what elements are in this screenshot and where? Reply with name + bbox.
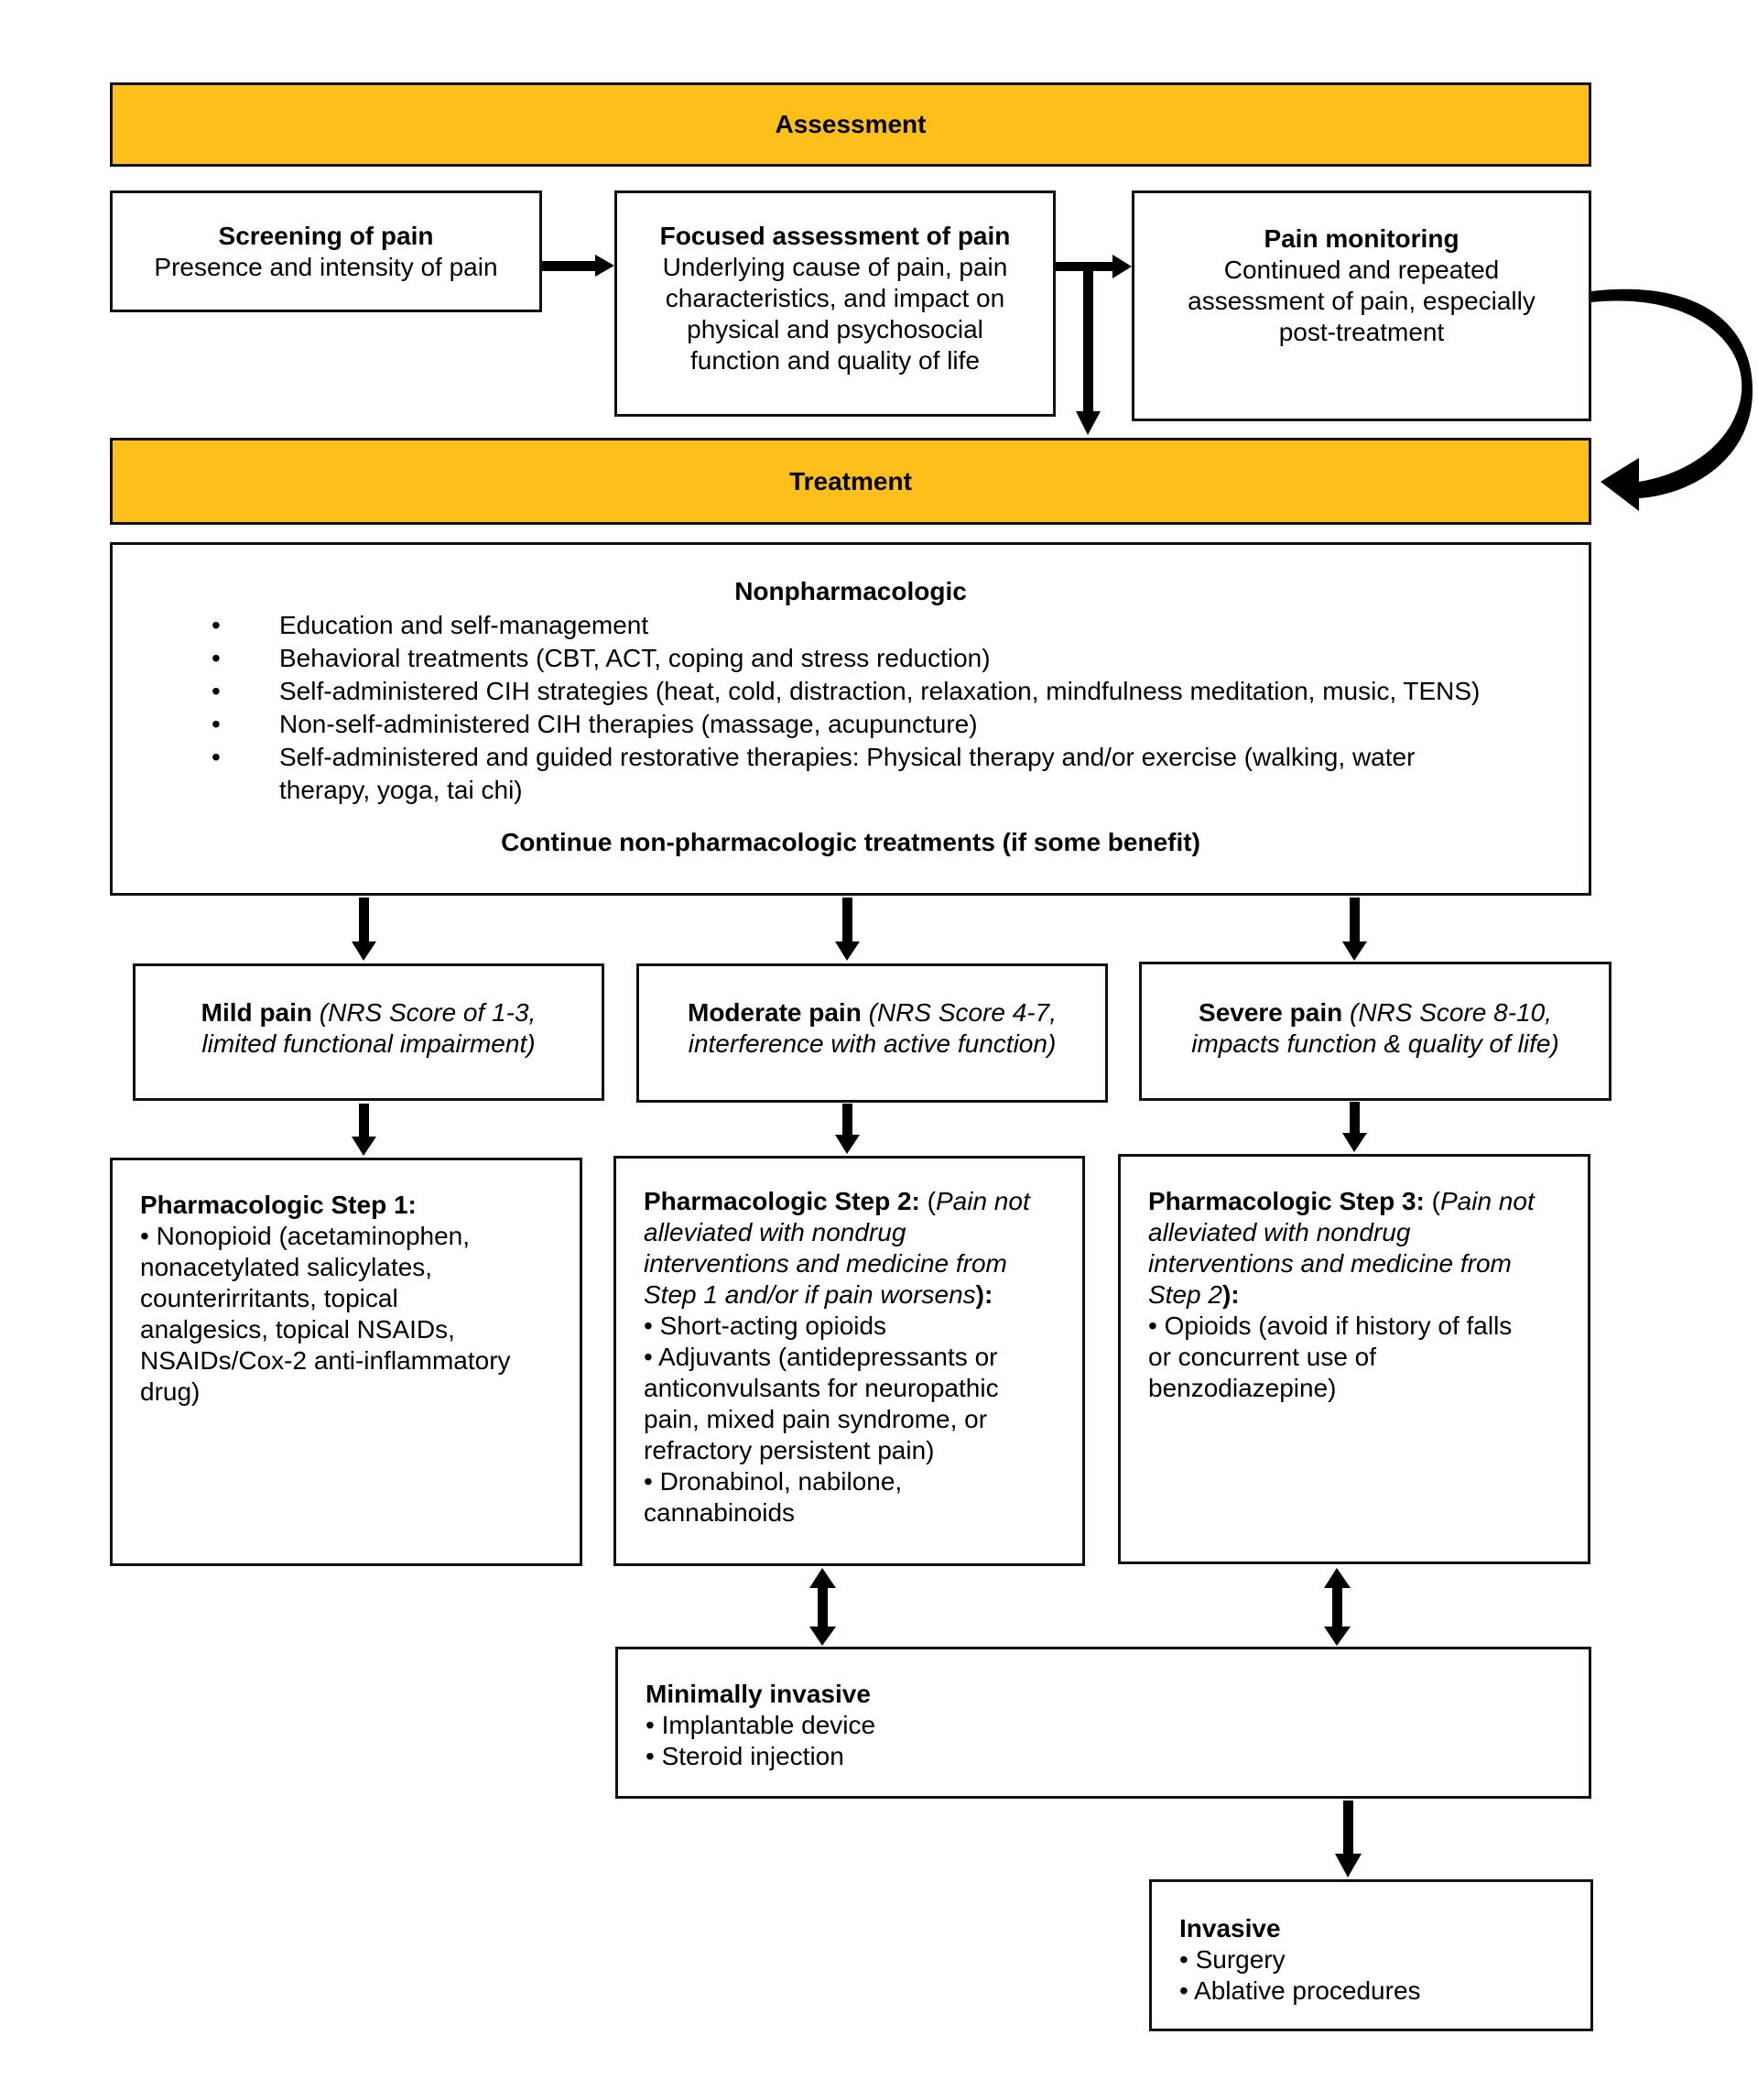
step2-paren: ):: [975, 1280, 993, 1309]
step1-line: drug): [140, 1377, 201, 1406]
assessment-banner: Assessment: [110, 82, 1591, 167]
moderate-label: Moderate pain: [688, 998, 862, 1027]
step2-box: Pharmacologic Step 2: (Pain not alleviat…: [613, 1156, 1085, 1566]
arrow-to-step3: [1342, 1102, 1367, 1152]
moderate-desc: interference with active function): [688, 1029, 1057, 1058]
mild-desc: (NRS Score of 1-3,: [319, 998, 537, 1027]
step2-note: Pain not: [935, 1187, 1030, 1215]
invasive-line: • Surgery: [1179, 1945, 1286, 1974]
treatment-banner: Treatment: [110, 438, 1591, 525]
step2-note: Step 1 and/or if pain worsens: [644, 1280, 976, 1309]
step3-line: benzodiazepine): [1148, 1374, 1337, 1402]
arrow-to-moderate: [835, 898, 860, 961]
list-item: Self-administered CIH strategies (heat, …: [113, 675, 1589, 708]
monitoring-line: assessment of pain, especially: [1188, 287, 1536, 315]
step3-box: Pharmacologic Step 3: (Pain not alleviat…: [1118, 1154, 1590, 1564]
arrow-to-mild: [352, 898, 376, 961]
list-item: Non-self-administered CIH therapies (mas…: [113, 708, 1589, 741]
step1-line: counterirritants, topical: [140, 1284, 398, 1312]
minimally-invasive-box: Minimally invasive • Implantable device …: [615, 1647, 1591, 1799]
moderate-pain-box: Moderate pain (NRS Score 4-7, interferen…: [636, 963, 1108, 1103]
screening-box: Screening of pain Presence and intensity…: [110, 190, 542, 312]
mild-label: Mild pain: [201, 998, 312, 1027]
arrow-to-invasive: [1335, 1801, 1362, 1877]
invasive-box: Invasive • Surgery • Ablative procedures: [1149, 1879, 1593, 2031]
arrow-to-treatment: [1076, 267, 1101, 435]
minimal-line: • Steroid injection: [646, 1742, 844, 1770]
arrow-to-step1: [352, 1104, 376, 1156]
assessment-title: Assessment: [775, 110, 927, 138]
step1-line: analgesics, topical NSAIDs,: [140, 1315, 455, 1344]
step2-line: • Adjuvants (antidepressants or: [644, 1343, 998, 1371]
mild-pain-box: Mild pain (NRS Score of 1-3, limited fun…: [133, 963, 604, 1101]
focused-title: Focused assessment of pain: [659, 222, 1011, 250]
minimal-title: Minimally invasive: [646, 1680, 871, 1708]
step3-paren: ):: [1221, 1280, 1240, 1309]
double-arrow-step2-minimal: [809, 1568, 836, 1646]
focused-assessment-box: Focused assessment of pain Underlying ca…: [614, 190, 1056, 417]
monitoring-line: post-treatment: [1278, 318, 1445, 346]
step2-line: refractory persistent pain): [644, 1436, 935, 1464]
moderate-desc: (NRS Score 4-7,: [868, 998, 1057, 1027]
loop-arrow-monitoring-to-treatment: [1591, 288, 1753, 511]
mild-desc: limited functional impairment): [201, 1029, 536, 1058]
minimal-line: • Implantable device: [646, 1711, 876, 1739]
invasive-title: Invasive: [1179, 1914, 1281, 1942]
focused-line: physical and psychosocial: [687, 315, 983, 343]
step3-line: or concurrent use of: [1148, 1343, 1377, 1371]
screening-title: Screening of pain: [218, 222, 434, 250]
monitoring-title: Pain monitoring: [1264, 224, 1460, 253]
arrow-to-step2: [835, 1104, 860, 1154]
step1-box: Pharmacologic Step 1: • Nonopioid (aceta…: [110, 1158, 582, 1566]
step2-line: • Dronabinol, nabilone,: [644, 1467, 903, 1496]
step2-line: • Short-acting opioids: [644, 1311, 887, 1340]
severe-desc: impacts function & quality of life): [1191, 1029, 1559, 1058]
double-arrow-step3-minimal: [1324, 1568, 1351, 1646]
step3-line: • Opioids (avoid if history of falls: [1148, 1311, 1513, 1340]
severe-label: Severe pain: [1199, 998, 1343, 1027]
nonpharmacologic-box: Nonpharmacologic Education and self-mana…: [110, 542, 1591, 896]
step2-paren: (: [927, 1187, 936, 1215]
step2-note: alleviated with nondrug: [644, 1218, 906, 1246]
step3-note: interventions and medicine from: [1148, 1249, 1512, 1278]
step1-line: NSAIDs/Cox-2 anti-inflammatory: [140, 1346, 511, 1375]
focused-line: characteristics, and impact on: [665, 284, 1005, 312]
step2-line: anticonvulsants for neuropathic: [644, 1374, 999, 1402]
list-item: Self-administered and guided restorative…: [113, 741, 1589, 807]
nonpharmacologic-footer: Continue non-pharmacologic treatments (i…: [501, 828, 1200, 856]
nonpharmacologic-title: Nonpharmacologic: [734, 577, 967, 605]
step1-line: nonacetylated salicylates,: [140, 1253, 433, 1281]
step3-note: alleviated with nondrug: [1148, 1218, 1411, 1246]
step3-title: Pharmacologic Step 3:: [1148, 1187, 1425, 1215]
step3-note: Step 2: [1148, 1280, 1222, 1309]
screening-text: Presence and intensity of pain: [154, 253, 498, 281]
arrow-to-severe: [1342, 898, 1367, 961]
arrow-screening-to-focused: [542, 255, 614, 277]
severe-pain-box: Severe pain (NRS Score 8-10, impacts fun…: [1139, 962, 1612, 1101]
pain-monitoring-box: Pain monitoring Continued and repeated a…: [1132, 190, 1591, 421]
arrow-focused-to-monitoring: [1056, 255, 1132, 278]
invasive-line: • Ablative procedures: [1179, 1976, 1421, 2005]
step3-paren: (: [1431, 1187, 1440, 1215]
treatment-title: Treatment: [789, 466, 912, 495]
step1-title: Pharmacologic Step 1:: [140, 1191, 417, 1219]
nonpharmacologic-list: Education and self-management Behavioral…: [113, 609, 1589, 807]
focused-line: function and quality of life: [690, 346, 980, 375]
step2-line: pain, mixed pain syndrome, or: [644, 1405, 988, 1433]
monitoring-line: Continued and repeated: [1223, 256, 1500, 284]
step2-title: Pharmacologic Step 2:: [644, 1187, 920, 1215]
list-item: Behavioral treatments (CBT, ACT, coping …: [113, 642, 1589, 675]
step3-note: Pain not: [1439, 1187, 1535, 1215]
step2-line: cannabinoids: [644, 1498, 796, 1527]
focused-line: Underlying cause of pain, pain: [662, 253, 1008, 281]
step1-line: • Nonopioid (acetaminophen,: [140, 1222, 471, 1250]
list-item: Education and self-management: [113, 609, 1589, 642]
step2-note: interventions and medicine from: [644, 1249, 1007, 1278]
severe-desc: (NRS Score 8-10,: [1350, 998, 1552, 1027]
